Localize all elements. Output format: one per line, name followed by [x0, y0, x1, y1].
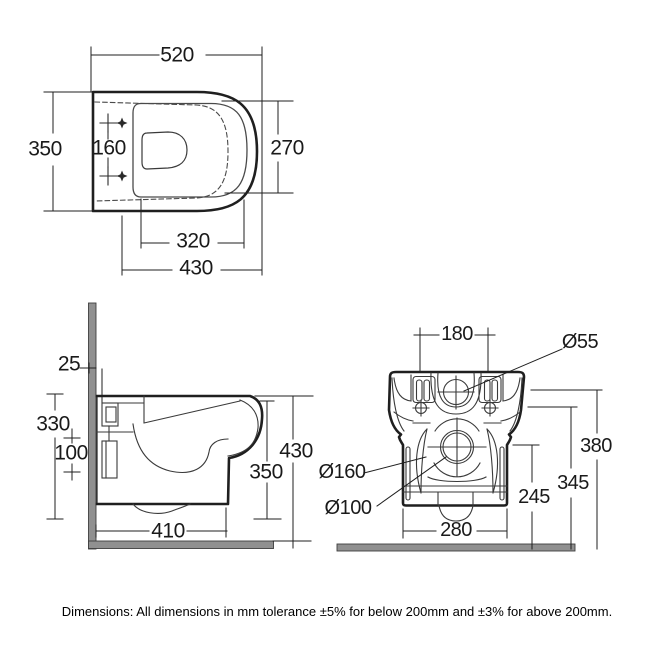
dim-top-seat-depth: 270: [270, 136, 304, 160]
dim-top-overall-width: 520: [160, 43, 194, 67]
dim-line-380: [530, 389, 603, 550]
dim-line-350-top: [43, 91, 93, 212]
dim-rear-inlet-diameter: Ø55: [561, 331, 599, 353]
floor-section-rear: [336, 543, 576, 552]
dim-line-410: [95, 507, 228, 538]
tolerance-note: Dimensions: All dimensions in mm toleran…: [61, 604, 613, 619]
dim-line-280: [402, 508, 508, 539]
dim-rear-base-width: 280: [440, 519, 472, 541]
dim-line-345: [527, 406, 578, 550]
dim-line-520: [90, 46, 263, 276]
dim-line-330: [46, 393, 64, 520]
rear-view-drawing: [336, 327, 603, 552]
dim-rear-inlet-height: 380: [580, 435, 612, 457]
dim-top-bowl-length: 320: [176, 229, 210, 253]
dim-line-270: [221, 100, 294, 194]
fixing-hole-diamonds: [116, 117, 128, 182]
dim-top-overall-depth: 350: [28, 137, 62, 161]
dim-line-245: [512, 444, 540, 550]
dim-top-fixing-centres: 160: [92, 136, 126, 160]
dim-rear-fixing-height: 345: [557, 472, 589, 494]
dim-line-430-top: [121, 215, 263, 276]
dim-rear-outlet-boss-diameter: Ø160: [318, 461, 366, 483]
dim-side-rear-height: 330: [36, 412, 70, 436]
dim-rear-outlet-height: 245: [518, 486, 550, 508]
dim-line-320: [140, 198, 245, 249]
leader-line-inlet: [463, 348, 563, 392]
fixing-hole-markers: [99, 113, 118, 186]
wall-section: [88, 302, 97, 550]
dim-line-100: [63, 428, 81, 481]
dim-top-overall-length: 430: [179, 256, 213, 280]
dim-line-180: [413, 327, 496, 373]
dim-side-overall-height: 430: [279, 439, 313, 463]
side-view-drawing: [46, 302, 314, 550]
floor-section: [88, 540, 274, 549]
dim-side-fixing-height: 100: [54, 441, 88, 465]
dim-line-430-side: [254, 395, 314, 549]
dim-line-350-side: [253, 400, 282, 520]
dim-side-projection: 410: [151, 519, 185, 543]
dim-rear-outlet-diameter: Ø100: [324, 497, 372, 519]
dim-side-wall-clearance: 25: [57, 352, 81, 376]
leader-line-outlet: [376, 456, 447, 507]
leader-line-outlet-boss: [363, 456, 427, 474]
dim-line-25: [79, 362, 103, 403]
top-view-drawing: [43, 46, 294, 276]
dim-side-bowl-height: 350: [249, 460, 283, 484]
dim-rear-fixing-centres: 180: [441, 323, 473, 345]
